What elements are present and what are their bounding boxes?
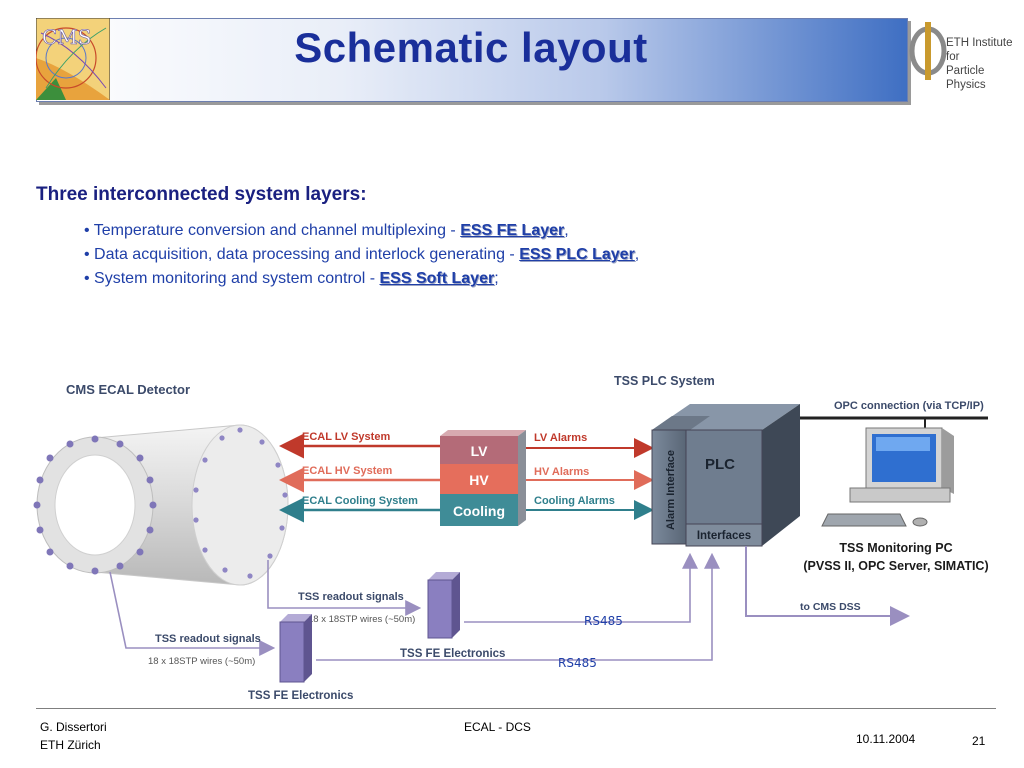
footer-center: ECAL - DCS: [464, 720, 531, 734]
bullet-item: • System monitoring and system control -…: [84, 270, 499, 288]
svg-text:CMS: CMS: [42, 25, 91, 49]
bullet-tail: ,: [634, 246, 640, 263]
interfaces-label: Interfaces: [697, 530, 751, 542]
lv-block-label: LV: [471, 443, 489, 459]
rs485-upper-label: RS485: [584, 614, 623, 628]
hv-system-label: ECAL HV System: [302, 465, 392, 477]
bullet-text: • Temperature conversion and channel mul…: [84, 222, 461, 239]
bullet-text: • System monitoring and system control -: [84, 270, 380, 287]
eth-line-1: ETH Institute for: [946, 37, 1013, 63]
hv-block: [440, 464, 518, 494]
bullet-text: • Data acquisition, data processing and …: [84, 246, 520, 263]
hv-block-label: HV: [469, 472, 489, 488]
ecal-detector-cylinder: [33, 424, 289, 586]
title-banner: [36, 18, 908, 102]
slide-title: Schematic layout: [294, 24, 648, 71]
plc-label: PLC: [705, 456, 735, 473]
eth-phi-logo: [909, 22, 947, 80]
footer-institution: ETH Zürich: [40, 738, 101, 752]
bullet-item: • Temperature conversion and channel mul…: [84, 222, 569, 240]
rs485-lower-label: RS485: [558, 656, 597, 670]
cooling-block-label: Cooling: [453, 503, 505, 519]
lv-block: [440, 436, 518, 464]
lv-system-label: ECAL LV System: [302, 431, 390, 443]
fe-electronics-lower-box: [279, 614, 312, 683]
bullet-tail: ,: [564, 222, 569, 239]
readout-upper-label: TSS readout signals: [298, 591, 404, 603]
system-blocks: LV HV Cooling: [440, 430, 526, 526]
cooling-alarms-label: Cooling Alarms: [534, 495, 615, 507]
cms-logo: CMS: [36, 18, 110, 100]
bullet-tail: ;: [494, 270, 499, 287]
footer-author: G. Dissertori: [40, 720, 107, 734]
footer-divider: [36, 708, 996, 709]
cooling-block: [440, 494, 518, 526]
cooling-system-label: ECAL Cooling System: [302, 495, 418, 507]
schematic-diagram: CMS ECAL Detector ECAL LV System ECAL HV…: [33, 374, 989, 702]
opc-connection-label: OPC connection (via TCP/IP): [834, 400, 984, 412]
intro-heading: Three interconnected system layers:: [36, 184, 367, 205]
bullet-highlight: ESS FE Layer: [460, 222, 565, 239]
fe-electronics-upper-box: [427, 572, 460, 639]
footer-page-number: 21: [972, 734, 986, 748]
wires-lower-label: 18 x 18STP wires (~50m): [148, 656, 255, 667]
monitoring-pc-subtitle: (PVSS II, OPC Server, SIMATIC): [803, 559, 988, 573]
eth-institute-text: ETH Institute for Particle Physics: [946, 36, 1018, 92]
eth-line-2: Particle Physics: [946, 65, 986, 91]
plc-system-title: TSS PLC System: [614, 374, 715, 388]
readout-lower-label: TSS readout signals: [155, 633, 261, 645]
bullet-highlight: ESS PLC Layer: [519, 246, 635, 263]
lv-alarms-label: LV Alarms: [534, 432, 587, 444]
wires-upper-label: 18 x 18STP wires (~50m): [308, 614, 415, 625]
fe-lower-label: TSS FE Electronics: [248, 690, 353, 702]
monitoring-pc-title: TSS Monitoring PC: [839, 541, 952, 555]
bullet-highlight: ESS Soft Layer: [379, 270, 495, 287]
alarm-interface-label: Alarm Interface: [665, 450, 677, 530]
fe-upper-label: TSS FE Electronics: [400, 648, 505, 660]
hv-alarms-label: HV Alarms: [534, 466, 589, 478]
bullet-item: • Data acquisition, data processing and …: [84, 246, 639, 264]
detector-title: CMS ECAL Detector: [66, 382, 190, 397]
to-dss-label: to CMS DSS: [800, 601, 861, 613]
footer-date: 10.11.2004: [856, 732, 916, 746]
monitoring-pc-icon: [821, 418, 954, 527]
plc-rack: PLC Interfaces Alarm Interface: [651, 404, 800, 547]
